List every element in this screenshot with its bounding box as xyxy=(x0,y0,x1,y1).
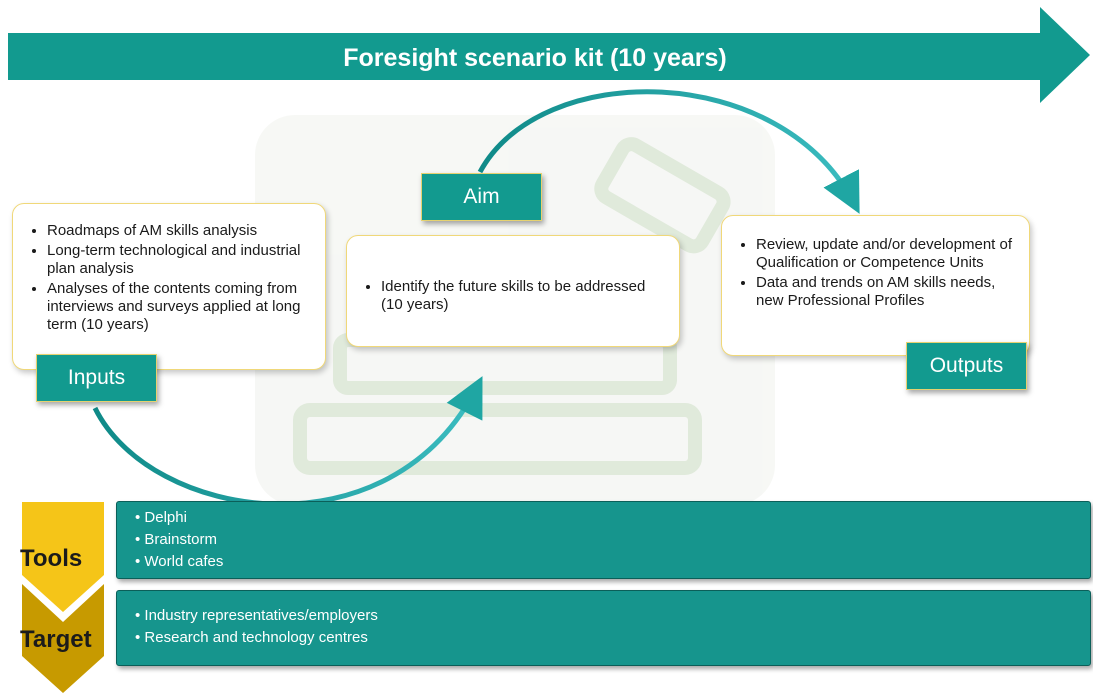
aim-tag: Aim xyxy=(421,173,542,221)
outputs-item: Data and trends on AM skills needs, new … xyxy=(756,274,1019,310)
tools-item: Brainstorm xyxy=(144,529,1090,551)
inputs-item: Long-term technological and industrial p… xyxy=(47,242,315,278)
curved-arrow-aim-to-outputs xyxy=(477,89,860,214)
inputs-list: Roadmaps of AM skills analysis Long-term… xyxy=(29,222,315,334)
outputs-list: Review, update and/or development of Qua… xyxy=(738,236,1019,310)
outputs-item: Review, update and/or development of Qua… xyxy=(756,236,1019,272)
target-label: Target xyxy=(20,626,92,653)
tools-item: World cafes xyxy=(144,551,1090,573)
outputs-card: Review, update and/or development of Qua… xyxy=(721,215,1030,356)
aim-item: Identify the future skills to be address… xyxy=(381,278,665,314)
tools-list: Delphi Brainstorm World cafes xyxy=(127,507,1090,573)
target-item: Research and technology centres xyxy=(144,627,1090,649)
tools-chevron xyxy=(22,502,104,612)
inputs-tag: Inputs xyxy=(36,354,157,402)
target-item: Industry representatives/employers xyxy=(144,605,1090,627)
tools-item: Delphi xyxy=(144,507,1090,529)
tools-label: Tools xyxy=(20,545,83,572)
target-band: Industry representatives/employers Resea… xyxy=(116,590,1091,666)
aim-list: Identify the future skills to be address… xyxy=(363,278,665,314)
inputs-item: Roadmaps of AM skills analysis xyxy=(47,222,315,240)
target-list: Industry representatives/employers Resea… xyxy=(127,605,1090,649)
target-chevron xyxy=(22,584,104,693)
page-title: Foresight scenario kit (10 years) xyxy=(343,43,727,72)
tools-band: Delphi Brainstorm World cafes xyxy=(116,501,1091,579)
inputs-card: Roadmaps of AM skills analysis Long-term… xyxy=(12,203,326,370)
aim-card: Identify the future skills to be address… xyxy=(346,235,680,347)
outputs-tag: Outputs xyxy=(906,342,1027,390)
header-arrow xyxy=(8,7,1090,103)
inputs-item: Analyses of the contents coming from int… xyxy=(47,280,315,334)
